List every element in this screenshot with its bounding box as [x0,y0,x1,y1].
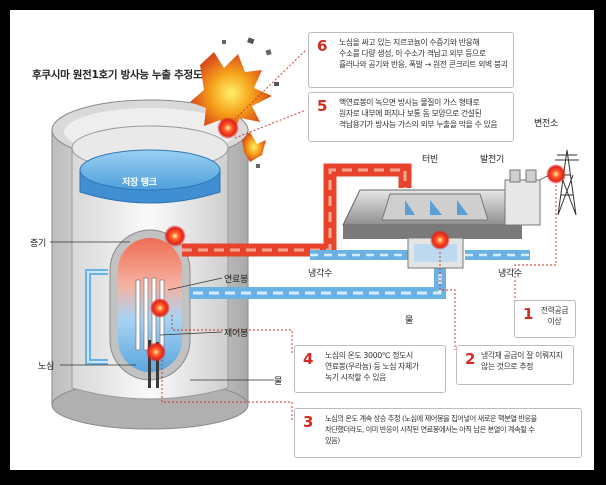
label-core: 노심 [38,362,54,372]
note-5-line-2: 원자로 내부에 퍼지나 보통 돔 모양으로 건설된 [339,109,482,118]
hotspot-markers [146,117,566,362]
label-water-bottom: 물 [274,377,282,387]
explosion [190,37,279,168]
substation-tower [555,149,579,216]
label-lines [50,241,274,381]
hotspot-steam [164,225,186,247]
note-5: 5 핵연료봉이 녹으면 방사능 물질이 가스 형태로 원자로 내부에 퍼지나 보… [308,92,514,142]
label-fuel-rod: 연료봉 [224,275,248,285]
note-3-line-3: 있음) [325,436,340,445]
turbine [342,189,523,269]
note-2-line-2: 않는 것으로 추정 [481,362,534,371]
note-2-number: 2 [465,350,476,368]
note-5-line-1: 핵연료봉이 녹으면 방사능 물질이 가스 형태로 [339,98,480,107]
note-1-number: 1 [523,305,534,323]
label-storage-tank: 저장 탱크 [122,178,157,188]
hotspot-coolant [430,230,450,250]
note-6-line-2: 수소를 다량 생성, 이 수소가 격납고 외부 등으로 [339,49,486,58]
leader-lines [161,49,557,420]
note-6-line-1: 노심을 싸고 있는 지르코늄이 수증기와 반응해 [339,38,480,47]
note-3-line-1: 노심의 온도 계속 상승 추정 (노심에 제어봉을 집어넣어 새로운 핵분열 반… [325,414,537,423]
steam-pipe [182,163,412,257]
page-title: 후쿠시마 원전1호기 방사능 누출 추정도 [32,69,203,81]
note-3-line-2: 차단했더라도, 이미 반응이 시작된 연료봉에서는 아직 남은 분열이 계속될 … [325,425,535,434]
label-control-rod: 제어봉 [224,329,248,339]
storage-tank [79,149,221,204]
note-6-number: 6 [317,37,328,55]
reactor-vessel [85,229,191,388]
note-4-number: 4 [303,350,314,368]
note-3: 3 노심의 온도 계속 상승 추정 (노심에 제어봉을 집어넣어 새로운 핵분열… [294,408,582,458]
note-4-line-3: 녹기 시작할 수 있음 [325,373,386,382]
hotspot-fuel [150,298,170,318]
note-5-number: 5 [317,97,328,115]
note-3-number: 3 [303,413,314,431]
hotspot-roof [217,117,239,139]
label-water-mid: 물 [405,316,413,326]
hotspot-core [146,342,166,362]
note-2-line-1: 냉각재 공급이 잘 이뤄지지 [481,351,563,360]
note-1-line-2: 이상 [547,317,562,326]
reactor-diagram [50,37,579,430]
label-generator: 발전기 [480,155,504,165]
note-6: 6 노심을 싸고 있는 지르코늄이 수증기와 반응해 수소를 다량 생성, 이 … [308,32,514,88]
note-1-line-1: 전력공급 [540,306,569,315]
generator [504,169,541,226]
label-coolant-left: 냉각수 [308,269,332,279]
label-steam: 증기 [30,239,46,249]
note-4: 4 노심의 온도 3000℃ 정도시 연료봉(우라늄) 등 노심 자체가 녹기 … [294,345,446,393]
label-turbine: 터빈 [422,155,438,165]
label-coolant-right: 냉각수 [498,269,522,279]
hotspot-substation [546,164,566,184]
note-2: 2 냉각재 공급이 잘 이뤄지지 않는 것으로 추정 [456,345,574,385]
note-1: 1 전력공급 이상 [514,300,576,338]
note-4-line-1: 노심의 온도 3000℃ 정도시 [325,351,413,360]
note-5-line-3: 격납용기가 방사능 가스의 외부 누출을 막을 수 있음 [339,120,498,129]
note-6-line-3: 흘러나와 공기와 반응, 폭발 → 원전 콘크리트 외벽 붕괴 [339,60,508,69]
diagram-canvas: 후쿠시마 원전1호기 방사능 누출 추정도 저장 탱크 증기 연료봉 제어봉 노… [10,10,594,470]
label-substation: 변전소 [534,119,558,129]
note-4-line-2: 연료봉(우라늄) 등 노심 자체가 [325,362,419,371]
